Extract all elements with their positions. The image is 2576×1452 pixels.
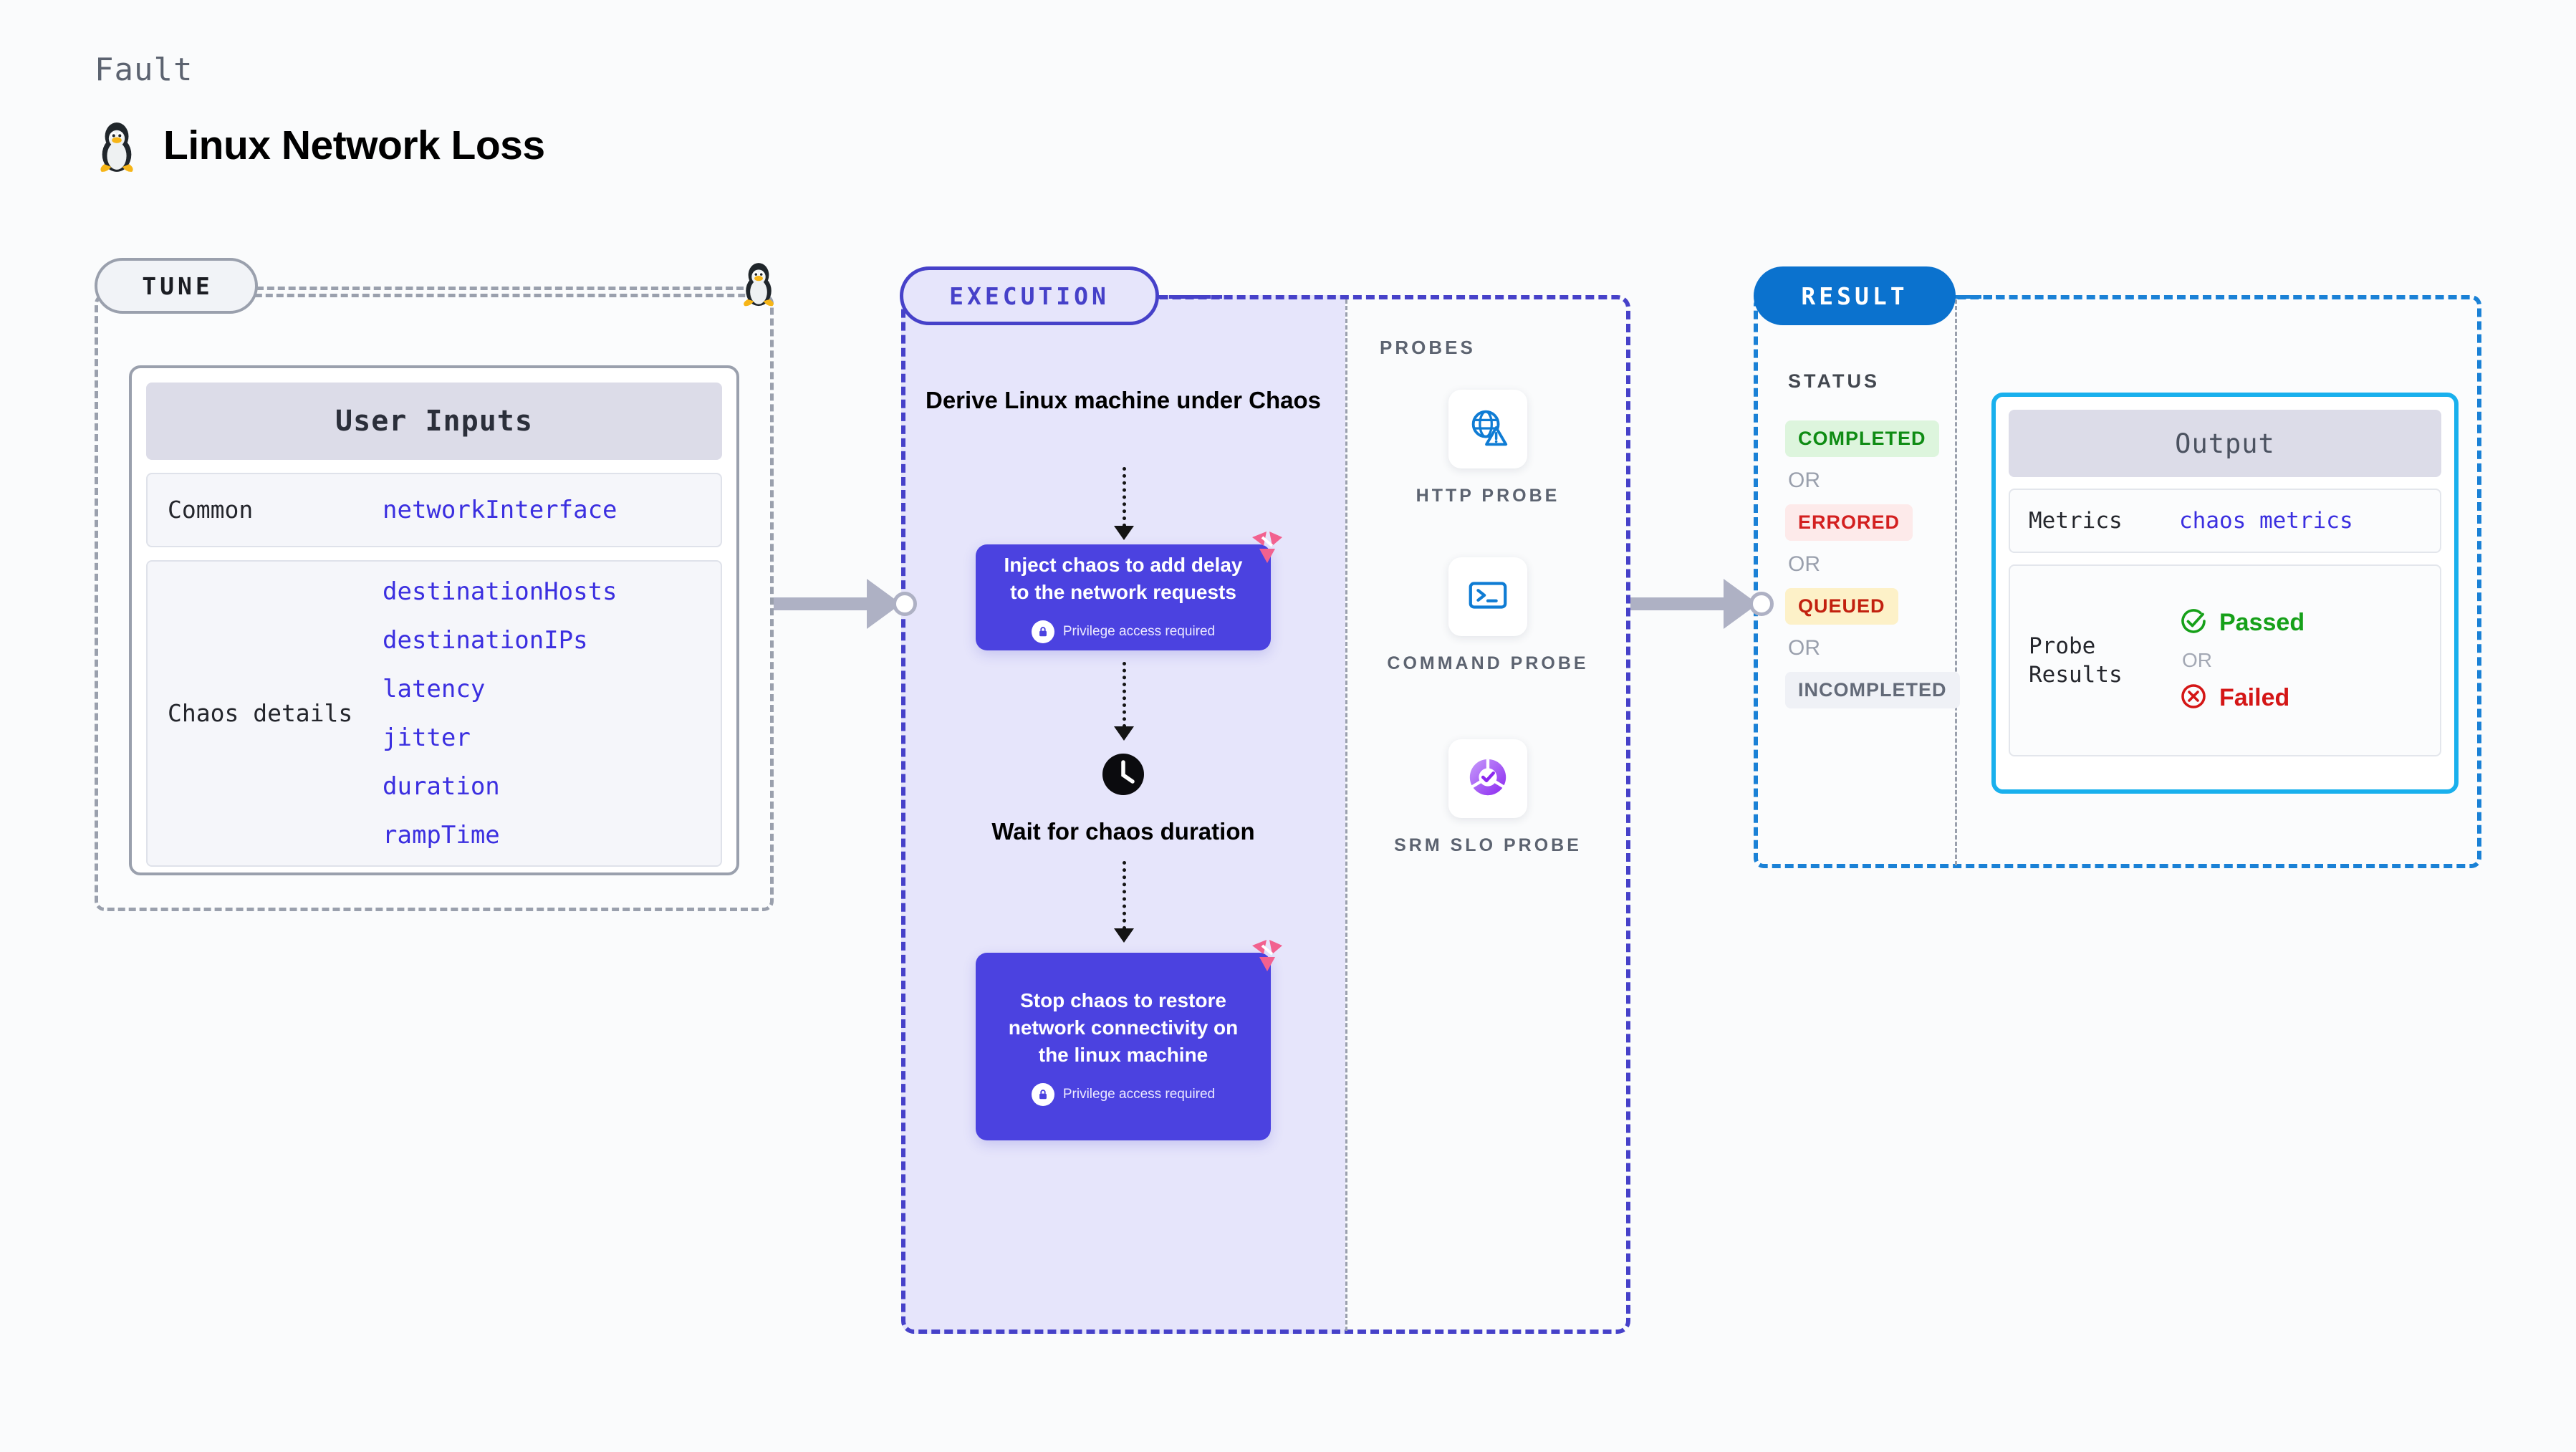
status-section-label: STATUS xyxy=(1788,370,1880,392)
privilege-note-text: Privilege access required xyxy=(1062,623,1216,639)
tune-stage-pill[interactable]: TUNE xyxy=(95,258,258,314)
param-duration[interactable]: duration xyxy=(383,772,500,801)
x-circle-icon xyxy=(2179,682,2208,714)
execution-wait-label: Wait for chaos duration xyxy=(991,818,1255,845)
lock-icon xyxy=(1031,620,1054,643)
flow-arrowhead-2 xyxy=(1114,726,1134,741)
status-badge-completed: COMPLETED xyxy=(1785,420,1939,457)
privilege-note-text: Privilege access required xyxy=(1062,1086,1216,1102)
probe-srm-slo[interactable]: SRM SLO PROBE xyxy=(1345,739,1630,858)
execution-wait-node: Wait for chaos duration xyxy=(901,752,1345,847)
execution-title: Derive Linux machine under Chaos xyxy=(926,387,1321,413)
probe-tile xyxy=(1448,557,1527,636)
execution-probes-divider xyxy=(1345,299,1347,1331)
tux-penguin-icon xyxy=(738,259,779,310)
user-inputs-card: User Inputs Common networkInterface Chao… xyxy=(129,365,739,875)
output-title: Output xyxy=(2009,410,2441,477)
status-or-3: OR xyxy=(1788,636,1820,660)
execution-step-card-1[interactable]: Inject chaos to add delay to the network… xyxy=(976,532,1282,650)
input-row-chaos-details: Chaos details destinationHosts destinati… xyxy=(146,560,722,867)
page-eyebrow: Fault xyxy=(95,52,193,88)
harness-logo-icon xyxy=(1248,527,1287,569)
input-row-label: Common xyxy=(168,496,254,524)
connector-execution-to-result xyxy=(1630,579,1774,629)
terminal-icon xyxy=(1466,573,1510,621)
privilege-note: Privilege access required xyxy=(1031,620,1216,643)
execution-stage-pill[interactable]: EXECUTION xyxy=(900,266,1159,325)
execution-step-text: Inject chaos to add delay to the network… xyxy=(1004,554,1243,603)
status-or-2: OR xyxy=(1788,552,1820,576)
output-probe-results-label: Probe Results xyxy=(2029,633,2123,688)
flow-line-1 xyxy=(1123,467,1126,527)
execution-stage-box xyxy=(901,295,1630,1334)
status-badge-incompleted: INCOMPLETED xyxy=(1785,672,1960,708)
slo-gauge-check-icon xyxy=(1466,755,1510,803)
input-row-values: destinationHosts destinationIPs latency … xyxy=(383,577,617,850)
verdict-failed-label: Failed xyxy=(2219,684,2290,711)
probe-http[interactable]: HTTP PROBE xyxy=(1345,390,1630,509)
param-latency[interactable]: latency xyxy=(383,675,486,703)
execution-content: Derive Linux machine under Chaos Inject … xyxy=(901,295,1345,1334)
verdict-or: OR xyxy=(2182,649,2212,671)
globe-warning-icon xyxy=(1466,405,1510,453)
result-status-column: STATUS COMPLETED OR ERRORED OR QUEUED OR… xyxy=(1754,295,1960,868)
flow-line-2 xyxy=(1123,662,1126,728)
clock-icon xyxy=(1101,752,1145,800)
output-metrics-value[interactable]: chaos metrics xyxy=(2179,508,2353,534)
status-or-1: OR xyxy=(1788,468,1820,492)
execution-step-card-2[interactable]: Stop chaos to restore network connectivi… xyxy=(976,940,1282,1140)
output-metrics-label: Metrics xyxy=(2029,507,2123,534)
param-ramptime[interactable]: rampTime xyxy=(383,821,500,850)
probe-tile xyxy=(1448,739,1527,818)
flow-line-3 xyxy=(1123,861,1126,930)
tux-penguin-icon xyxy=(95,118,139,173)
execution-step-text: Stop chaos to restore network connectivi… xyxy=(1008,989,1239,1066)
execution-pill-connector xyxy=(1158,295,1222,299)
input-row-label: Chaos details xyxy=(168,699,353,728)
input-row-values: networkInterface xyxy=(383,496,617,524)
status-badge-queued: QUEUED xyxy=(1785,588,1898,625)
probes-content: PROBES HTTP PROBE xyxy=(1345,295,1630,1334)
param-destinationips[interactable]: destinationIPs xyxy=(383,626,588,655)
user-inputs-title: User Inputs xyxy=(146,383,722,460)
privilege-note: Privilege access required xyxy=(1031,1082,1216,1106)
result-pill-connector xyxy=(1953,295,2003,299)
result-stage-pill[interactable]: RESULT xyxy=(1754,266,1956,325)
status-badge-errored: ERRORED xyxy=(1785,504,1913,541)
probe-tile xyxy=(1448,390,1527,468)
page-title-row: Linux Network Loss xyxy=(95,118,545,173)
output-panel: Output Metrics chaos metrics Probe Resul… xyxy=(1991,393,2459,794)
check-circle-icon xyxy=(2179,607,2208,639)
param-networkinterface[interactable]: networkInterface xyxy=(383,496,617,524)
harness-logo-icon xyxy=(1248,936,1287,978)
connector-tune-to-execution xyxy=(774,579,917,629)
tune-pill-connector xyxy=(256,287,744,290)
param-jitter[interactable]: jitter xyxy=(383,723,471,752)
flow-arrowhead-3 xyxy=(1114,928,1134,943)
flow-arrowhead-1 xyxy=(1114,526,1134,540)
verdict-passed: Passed xyxy=(2179,607,2305,639)
probe-label: COMMAND PROBE xyxy=(1387,653,1589,673)
probes-section-label: PROBES xyxy=(1380,337,1476,358)
verdict-failed: Failed xyxy=(2179,682,2305,714)
output-row-probe-results: Probe Results Passed OR xyxy=(2009,564,2441,756)
status-badge-stack: COMPLETED OR ERRORED OR QUEUED OR INCOMP… xyxy=(1785,420,1960,708)
page-title: Linux Network Loss xyxy=(163,122,545,168)
result-inner-divider xyxy=(1955,299,1957,865)
probe-label: HTTP PROBE xyxy=(1416,486,1560,506)
output-verdicts: Passed OR Failed xyxy=(2179,607,2305,714)
probe-label: SRM SLO PROBE xyxy=(1394,835,1582,855)
verdict-passed-label: Passed xyxy=(2219,609,2305,636)
probe-command[interactable]: COMMAND PROBE xyxy=(1345,557,1630,676)
input-row-common: Common networkInterface xyxy=(146,473,722,547)
output-row-metrics: Metrics chaos metrics xyxy=(2009,489,2441,553)
lock-icon xyxy=(1031,1082,1054,1106)
param-destinationhosts[interactable]: destinationHosts xyxy=(383,577,617,606)
